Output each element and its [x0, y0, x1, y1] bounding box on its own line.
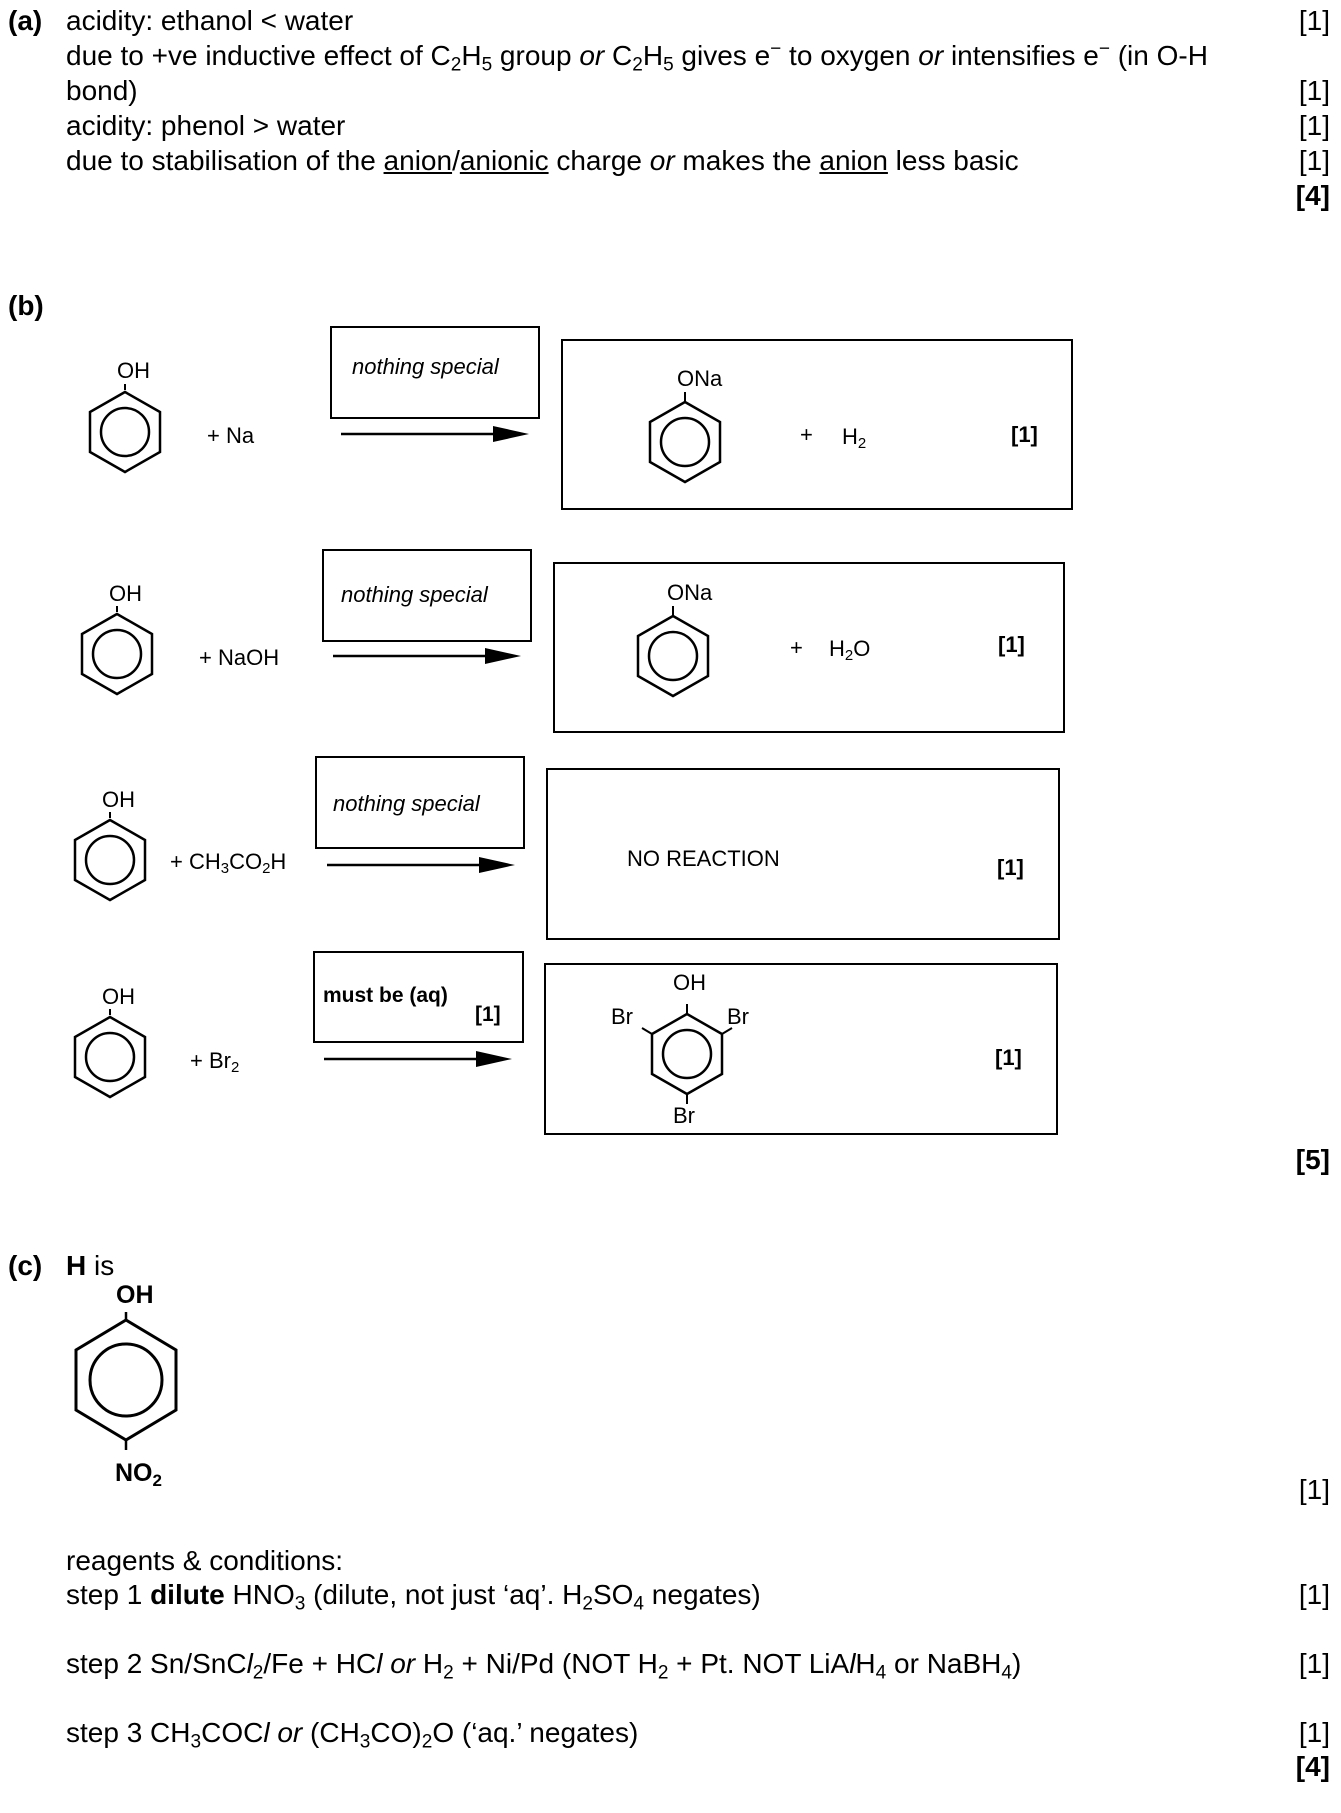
r4-condition-box — [313, 951, 524, 1043]
r2-phenol-ring — [80, 606, 154, 696]
r4-product-br-right: Br — [727, 1004, 749, 1029]
r1-condition-box — [330, 326, 540, 419]
part-c-step2: step 2 Sn/SnCl2/Fe + HCl or H2 + Ni/Pd (… — [66, 1648, 1022, 1684]
part-c-step1-mark: [1] — [1298, 1579, 1330, 1610]
part-a-line4: acidity: phenol > water — [66, 110, 346, 141]
part-c-step3-mark: [1] — [1298, 1717, 1330, 1748]
part-c-heading: H is — [66, 1250, 115, 1281]
r3-product-box — [546, 768, 1060, 940]
r4-product-br-bottom: Br — [673, 1103, 695, 1128]
part-c-total: [4] — [1295, 1751, 1330, 1782]
r4-reagent: + Br2 — [190, 1048, 240, 1077]
r1-reagent: + Na — [207, 423, 255, 448]
r2-plus: + — [790, 635, 803, 660]
r1-condition: nothing special — [352, 354, 499, 379]
r2-product-h2o: H2O — [829, 636, 871, 665]
r3-condition: nothing special — [333, 791, 480, 816]
r2-phenol-oh: OH — [109, 581, 142, 606]
part-c-no2: NO2 — [115, 1459, 162, 1490]
r4-product-ring — [641, 1004, 733, 1104]
r2-product-box — [553, 562, 1065, 733]
r2-product-ona: ONa — [667, 580, 713, 605]
part-a-line3-mark: [1] — [1298, 75, 1330, 106]
part-c-oh: OH — [116, 1281, 154, 1309]
r4-mark: [1] — [995, 1045, 1022, 1070]
part-a-line1: acidity: ethanol < water — [66, 5, 354, 36]
part-c-step3: step 3 CH3COCl or (CH3CO)2O (‘aq.’ negat… — [66, 1717, 639, 1753]
r2-condition-box — [322, 549, 532, 642]
r1-product-h2: H2 — [842, 424, 867, 453]
r1-mark: [1] — [1011, 422, 1038, 447]
r4-condition: must be (aq) — [323, 984, 448, 1007]
r3-mark: [1] — [997, 855, 1024, 880]
part-c-label: (c) — [8, 1250, 43, 1281]
part-a-total: [4] — [1295, 180, 1330, 211]
r1-product-box — [561, 339, 1073, 510]
part-a-line4-mark: [1] — [1298, 110, 1330, 141]
r4-phenol-ring — [73, 1009, 147, 1099]
r4-arrow — [324, 1051, 512, 1067]
r2-condition: nothing special — [341, 582, 488, 607]
part-b-total: [5] — [1295, 1144, 1330, 1175]
part-a-line5-mark: [1] — [1298, 145, 1330, 176]
part-c-ring — [74, 1312, 178, 1450]
r2-reagent: + NaOH — [199, 645, 280, 670]
part-a-line3: bond) — [66, 75, 138, 106]
r1-product-ring — [648, 392, 722, 484]
r4-product-br-left: Br — [611, 1004, 633, 1029]
r4-condition-mark: [1] — [475, 1003, 501, 1026]
part-a-label: (a) — [8, 5, 43, 36]
r3-reagent: + CH3CO2H — [170, 849, 287, 878]
part-b-label: (b) — [8, 290, 44, 321]
r2-mark: [1] — [998, 632, 1025, 657]
part-c-step2-mark: [1] — [1298, 1648, 1330, 1679]
r4-product-box — [544, 963, 1058, 1135]
part-c-step1: step 1 dilute HNO3 (dilute, not just ‘aq… — [66, 1579, 761, 1615]
r1-phenol-oh: OH — [117, 358, 150, 383]
r3-arrow — [327, 857, 515, 873]
part-a-line5: due to stabilisation of the anion/anioni… — [66, 145, 1019, 176]
r3-product: NO REACTION — [627, 846, 780, 871]
r4-phenol-oh: OH — [102, 984, 135, 1009]
r3-phenol-ring — [73, 812, 147, 902]
r1-phenol-ring — [88, 384, 162, 474]
r1-arrow — [341, 426, 529, 442]
part-a-line1-mark: [1] — [1298, 5, 1330, 36]
part-c-reagents-heading: reagents & conditions: — [66, 1545, 344, 1576]
r2-arrow — [333, 648, 521, 664]
r4-product-oh: OH — [673, 970, 706, 995]
r2-product-ring — [636, 606, 710, 698]
part-a-line2: due to +ve inductive effect of C2H5 grou… — [66, 38, 1208, 76]
part-c-structure-mark: [1] — [1298, 1474, 1330, 1505]
r3-phenol-oh: OH — [102, 787, 135, 812]
r1-plus: + — [800, 422, 813, 447]
r1-product-ona: ONa — [677, 366, 723, 391]
r3-condition-box — [315, 756, 525, 849]
